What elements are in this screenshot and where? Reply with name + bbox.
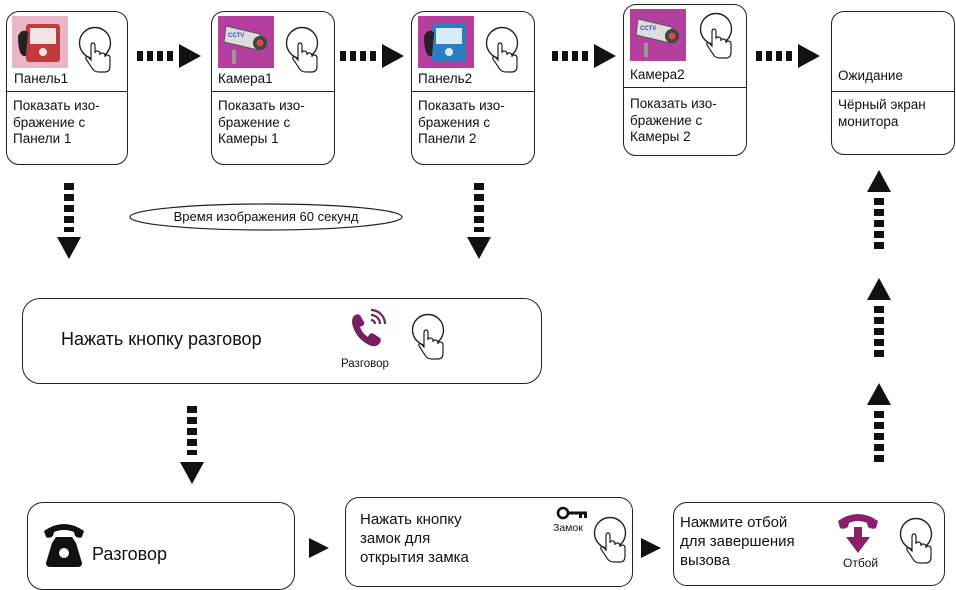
intercom-panel-icon — [12, 16, 68, 68]
talk-instruction: Нажать кнопку разговор Разговор — [22, 298, 542, 384]
flow-arrow-up — [867, 278, 891, 360]
flow-arrow-up — [867, 383, 891, 465]
phone-call-icon — [349, 308, 387, 347]
talk-button-label: Разговор — [341, 358, 389, 370]
flow-arrow-right — [340, 44, 406, 68]
step-description: Показать изо- бражение с Панели 1 — [13, 98, 100, 146]
hand-press-icon[interactable] — [284, 26, 328, 78]
step-description: Показать изо- бражение с Камеры 2 — [630, 96, 717, 144]
cctv-camera-icon: CCTV — [218, 16, 274, 68]
talk-instruction-text: Нажать кнопку разговор — [61, 329, 262, 349]
step-camera2: CCTV Камера2 Показать изо- бражение с Ка… — [623, 4, 747, 156]
hand-press-icon[interactable] — [77, 26, 121, 78]
flow-arrow-down — [57, 183, 81, 259]
flow-arrow-right — [756, 44, 822, 68]
button-label: Камера2 — [630, 67, 685, 82]
cctv-camera-icon: CCTV — [630, 9, 686, 61]
lock-button-label: Замок — [553, 522, 583, 534]
conversation-step: Разговор — [27, 502, 295, 590]
timer-note: Время изображения 60 секунд — [173, 209, 359, 224]
step-description: Показать изо- бражение с Камеры 1 — [218, 98, 305, 146]
telephone-icon — [42, 519, 86, 569]
hangup-step-text: Нажмите отбой для завершения вызова — [680, 514, 795, 569]
svg-text:CCTV: CCTV — [228, 33, 244, 39]
hangup-button-label: Отбой — [843, 556, 879, 570]
button-label: Панель2 — [418, 71, 473, 86]
hand-press-icon[interactable] — [898, 515, 942, 571]
flow-arrow-right — [309, 538, 331, 558]
flow-arrow-down — [467, 183, 491, 259]
svg-text:CCTV: CCTV — [640, 26, 656, 32]
flow-arrow-right — [137, 44, 203, 68]
hand-press-icon[interactable] — [592, 514, 636, 570]
flow-arrow-up — [867, 170, 891, 252]
flow-arrow-right — [552, 44, 618, 68]
hang-up-icon — [836, 509, 880, 555]
key-icon — [556, 506, 589, 520]
step-panel1: Панель1 Показать изо- бражение с Панели … — [6, 11, 128, 165]
button-label: Ожидание — [838, 68, 903, 83]
hangup-step: Нажмите отбой для завершения вызова Отбо… — [673, 502, 945, 586]
intercom-panel-icon — [418, 16, 474, 68]
step-camera1: CCTV Камера1 Показать изо- бражение с Ка… — [211, 11, 335, 165]
lock-step-text: Нажать кнопку замок для открытия замка — [360, 511, 469, 566]
lock-step: Нажать кнопку замок для открытия замка З… — [345, 497, 633, 587]
timer-note-ellipse — [128, 202, 404, 232]
conversation-text: Разговор — [92, 544, 168, 564]
step-panel2: Панель2 Показать изо- бражения с Панели … — [411, 11, 535, 165]
hand-press-icon[interactable] — [698, 12, 742, 64]
step-description: Показать изо- бражения с Панели 2 — [418, 98, 505, 146]
step-description: Чёрный экран монитора — [838, 97, 926, 129]
step-standby: Ожидание Чёрный экран монитора — [831, 11, 955, 155]
button-label: Панель1 — [14, 71, 69, 86]
hand-press-icon[interactable] — [410, 311, 454, 367]
flow-arrow-right — [641, 538, 663, 558]
button-label: Камера1 — [218, 71, 273, 86]
flow-arrow-down — [180, 406, 204, 484]
hand-press-icon[interactable] — [484, 26, 528, 78]
